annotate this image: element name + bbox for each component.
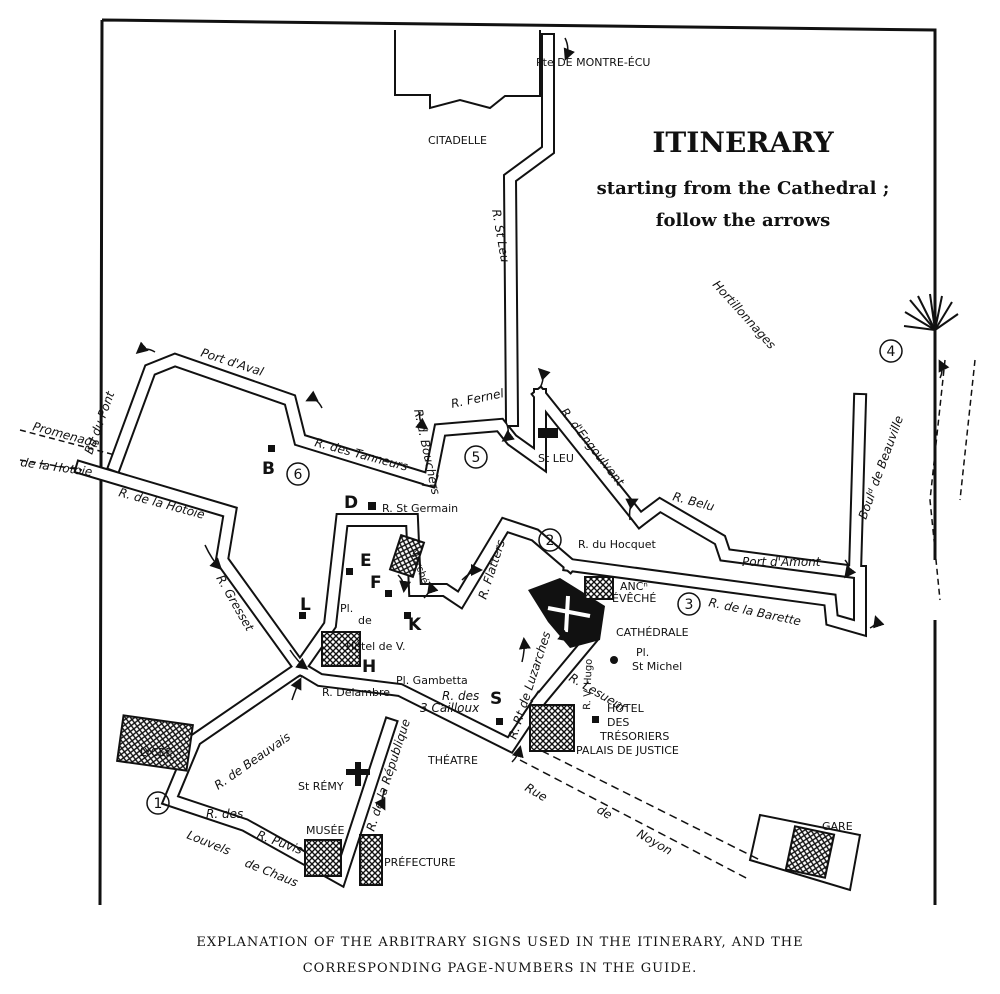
- hotoie-dashed: [19, 459, 83, 471]
- direction-arrows: [135, 37, 950, 811]
- marker-letter-s: S: [490, 689, 502, 709]
- label-palais-de-justice: PALAIS DE JUSTICE: [576, 744, 679, 757]
- lycee-building: [116, 714, 194, 772]
- cathedral-cross-icon: [547, 595, 591, 633]
- marker-number-6: 6: [294, 467, 303, 483]
- prefecture-building: [359, 834, 383, 886]
- circled-number-markers: [146, 339, 903, 815]
- map-frame: [98, 18, 937, 906]
- label-r-v-hugo: R. V. Hugo: [582, 659, 595, 711]
- marker-number-1: 1: [154, 796, 163, 812]
- label-r-de-beauvais: R. de Beauvais: [212, 730, 293, 793]
- label-hotel-de-v: Hôtel de V.: [346, 640, 406, 653]
- label-de-chaus: de Chaus: [243, 856, 300, 890]
- label-anc-eveche-2: ÉVÊCHÉ: [612, 592, 656, 605]
- marker-number-4: 4: [887, 344, 896, 360]
- marker-letter-e: E: [360, 551, 372, 571]
- label-de: de: [358, 614, 372, 627]
- caption-line2: CORRESPONDING PAGE-NUMBERS IN THE GUIDE.: [303, 961, 698, 976]
- label-r-des-louvels-2: Louvels: [185, 828, 233, 858]
- viewpoint-icon: [903, 293, 959, 331]
- label-port-amont: Port d'Amont: [742, 555, 822, 569]
- beauville-dashed: [929, 359, 946, 601]
- citadelle-outline: [394, 30, 541, 110]
- marker-letter-f: F: [370, 573, 382, 593]
- marker-number-2: 2: [546, 533, 555, 549]
- title-main: ITINERARY: [652, 126, 834, 159]
- musee-building: [304, 839, 342, 877]
- label-de-noyon-2: Noyon: [635, 826, 675, 857]
- hotel-de-ville-building: [321, 631, 361, 667]
- noyon-road-dashed-2: [529, 744, 761, 861]
- label-pl-st-michel-2: St Michel: [632, 660, 682, 673]
- label-theatre: THÉATRE: [427, 754, 478, 767]
- marker-number-3: 3: [685, 597, 694, 613]
- title-line3: follow the arrows: [656, 210, 831, 231]
- beauville-dashed-2: [959, 359, 976, 501]
- label-pl-st-michel-1: Pl.: [636, 646, 649, 659]
- title-line2: starting from the Cathedral ;: [597, 178, 890, 199]
- label-hortillonnages: Hortillonnages: [710, 278, 779, 352]
- marker-letter-d: D: [344, 493, 358, 513]
- st-leu-church-icon: [538, 428, 558, 438]
- street-network: [73, 33, 868, 889]
- label-citadelle: CITADELLE: [428, 134, 487, 147]
- marker-number-5: 5: [472, 450, 481, 466]
- marker-letter-h: H: [362, 657, 376, 677]
- marche-building: [388, 533, 426, 579]
- label-r-des-louvels-1: R. des: [206, 807, 243, 821]
- label-r-fernel: R. Fernel: [450, 386, 506, 411]
- label-r-des-cailloux-2: 3 Cailloux: [420, 701, 480, 715]
- label-r-des-cailloux-1: R. des: [442, 689, 479, 703]
- label-pl: Pl.: [340, 602, 353, 615]
- label-lycee: LYCÉE: [140, 746, 172, 759]
- noyon-road-dashed: [519, 759, 751, 881]
- marker-letter-b: B: [262, 459, 275, 479]
- label-gare: GARE: [822, 820, 853, 833]
- label-st-remy: St RÉMY: [298, 780, 344, 793]
- label-hotel-tresoriers-2: DES: [607, 716, 629, 729]
- gare-building: [748, 813, 862, 892]
- label-cathedrale: CATHÉDRALE: [616, 626, 689, 639]
- marker-letter-l: L: [300, 595, 311, 615]
- promenade-dashed: [19, 429, 116, 456]
- eveche-building: [584, 576, 614, 600]
- label-hotel-tresoriers-3: TRÉSORIERS: [599, 730, 669, 743]
- palais-justice-building: [529, 704, 575, 752]
- label-r-puvis: R. Puvis: [255, 828, 304, 857]
- label-anc-eveche-1: ANCⁿ: [620, 580, 648, 593]
- caption-line1: EXPLANATION OF THE ARBITRARY SIGNS USED …: [196, 935, 803, 950]
- st-remy-cross-icon: [346, 762, 370, 786]
- label-de-noyon-1: de: [595, 802, 615, 822]
- gare-hatch: [784, 825, 836, 879]
- label-r-du-hocquet: R. du Hocquet: [578, 538, 656, 551]
- label-pl-gambetta: Pl. Gambetta: [396, 674, 468, 687]
- label-prefecture: PRÉFECTURE: [384, 856, 456, 869]
- label-de-la-hotoie-left: de la Hotoie: [20, 455, 94, 479]
- marker-letter-k: K: [408, 615, 422, 635]
- label-musee: MUSÉE: [306, 824, 344, 837]
- label-porte-montre-ecu: Pte DE MONTRE-ÉCU: [536, 56, 650, 69]
- label-rue: Rue: [523, 780, 550, 804]
- label-hotel-tresoriers-1: HÔTEL: [607, 702, 645, 715]
- label-st-leu: St LEU: [538, 452, 574, 465]
- sign-markers: [268, 445, 618, 725]
- label-r-d-engoulvent: R. d'Engoulvent: [558, 405, 628, 489]
- label-r-delambre: R. Delambre: [322, 686, 390, 699]
- label-r-st-germain: R. St Germain: [382, 502, 458, 515]
